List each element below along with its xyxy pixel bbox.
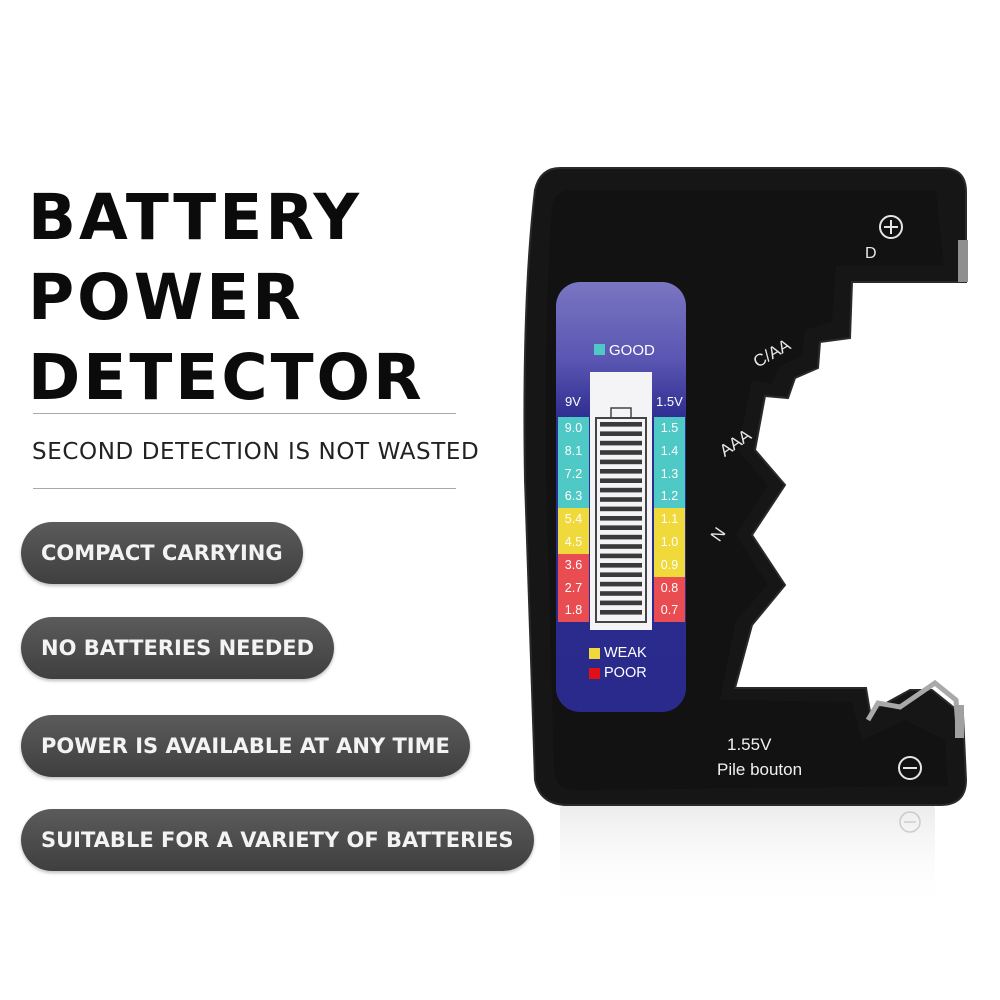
meter-bar xyxy=(600,572,642,577)
meter-bar xyxy=(600,591,642,596)
slot-d-label: D xyxy=(865,245,877,262)
feature-badge-no-batteries: NO BATTERIES NEEDED xyxy=(21,617,335,679)
legend-weak-label: WEAK xyxy=(604,645,647,661)
scale-1-5v-value: 1.3 xyxy=(654,462,685,486)
feature-badge-variety: SUITABLE FOR A VARIETY OF BATTERIES xyxy=(21,809,534,871)
plus-terminal-icon xyxy=(879,215,903,239)
minus-terminal-reflection-icon xyxy=(899,811,921,833)
meter-bars xyxy=(600,422,642,615)
meter-bar xyxy=(600,553,642,559)
scale-9v-value: 3.6 xyxy=(558,553,589,577)
meter-bar xyxy=(600,581,642,587)
scale-1-5v-value: 1.1 xyxy=(654,508,685,531)
meter-bar xyxy=(600,469,642,474)
device-reflection xyxy=(560,800,935,910)
meter-bar xyxy=(600,478,642,483)
meter-bar xyxy=(600,600,642,606)
scale-9v-value: 8.1 xyxy=(558,439,589,463)
legend-poor-label: POOR xyxy=(604,665,647,681)
scale-9v-value: 9.0 xyxy=(558,417,589,440)
button-cell-label: Pile bouton xyxy=(717,760,803,779)
meter-bar xyxy=(600,544,642,549)
legend-good-label: GOOD xyxy=(609,342,655,359)
divider-bottom xyxy=(33,488,456,489)
scale-1-5v-header: 1.5V xyxy=(656,394,683,409)
metal-contact-bottom xyxy=(865,679,964,738)
metal-contact-top xyxy=(958,240,968,282)
weak-swatch xyxy=(589,648,600,659)
headline-line-3: DETECTOR xyxy=(28,341,425,414)
meter-bar xyxy=(600,610,642,615)
good-swatch xyxy=(594,344,605,355)
meter-bar xyxy=(600,450,642,455)
scale-1-5v: 1.5 1.4 1.3 1.2 1.1 1.0 0.9 0.8 0.7 xyxy=(654,417,685,623)
meter-bar xyxy=(600,525,642,530)
subtitle: SECOND DETECTION IS NOT WASTED xyxy=(32,439,480,465)
minus-terminal-icon xyxy=(898,756,922,780)
headline-line-1: BATTERY xyxy=(28,181,363,254)
meter-bar xyxy=(600,487,642,493)
scale-9v-value: 6.3 xyxy=(558,485,589,509)
meter-bar xyxy=(600,506,642,512)
poor-swatch xyxy=(589,668,600,679)
scale-9v: 9.0 8.1 7.2 6.3 5.4 4.5 3.6 2.7 1.8 xyxy=(558,417,589,623)
divider-top xyxy=(33,413,456,414)
scale-1-5v-value: 0.9 xyxy=(654,553,685,577)
meter-bar xyxy=(600,534,642,540)
scale-9v-value: 2.7 xyxy=(558,576,589,600)
scale-9v-value: 5.4 xyxy=(558,508,589,531)
scale-1-5v-value: 1.2 xyxy=(654,485,685,509)
headline-line-2: POWER xyxy=(28,261,304,334)
meter-bar xyxy=(600,422,642,427)
meter-bar xyxy=(600,459,642,465)
button-cell-voltage: 1.55V xyxy=(727,735,772,754)
headline: BATTERY POWER DETECTOR xyxy=(28,178,425,418)
meter-bar xyxy=(600,497,642,502)
meter-bar xyxy=(600,563,642,568)
battery-level-meter-icon xyxy=(595,407,647,623)
scale-9v-header: 9V xyxy=(565,394,581,409)
scale-1-5v-value: 0.8 xyxy=(654,576,685,600)
scale-1-5v-value: 1.4 xyxy=(654,439,685,463)
meter-bar xyxy=(600,440,642,446)
scale-9v-value: 7.2 xyxy=(558,462,589,486)
scale-1-5v-value: 1.0 xyxy=(654,530,685,554)
feature-badge-compact: COMPACT CARRYING xyxy=(21,522,303,584)
feature-badge-power-available: POWER IS AVAILABLE AT ANY TIME xyxy=(21,715,470,777)
scale-1-5v-value: 1.5 xyxy=(654,417,685,440)
meter-bar xyxy=(600,431,642,436)
scale-1-5v-value: 0.7 xyxy=(654,599,685,623)
meter-bar xyxy=(600,516,642,521)
scale-9v-value: 4.5 xyxy=(558,530,589,554)
scale-9v-value: 1.8 xyxy=(558,599,589,623)
